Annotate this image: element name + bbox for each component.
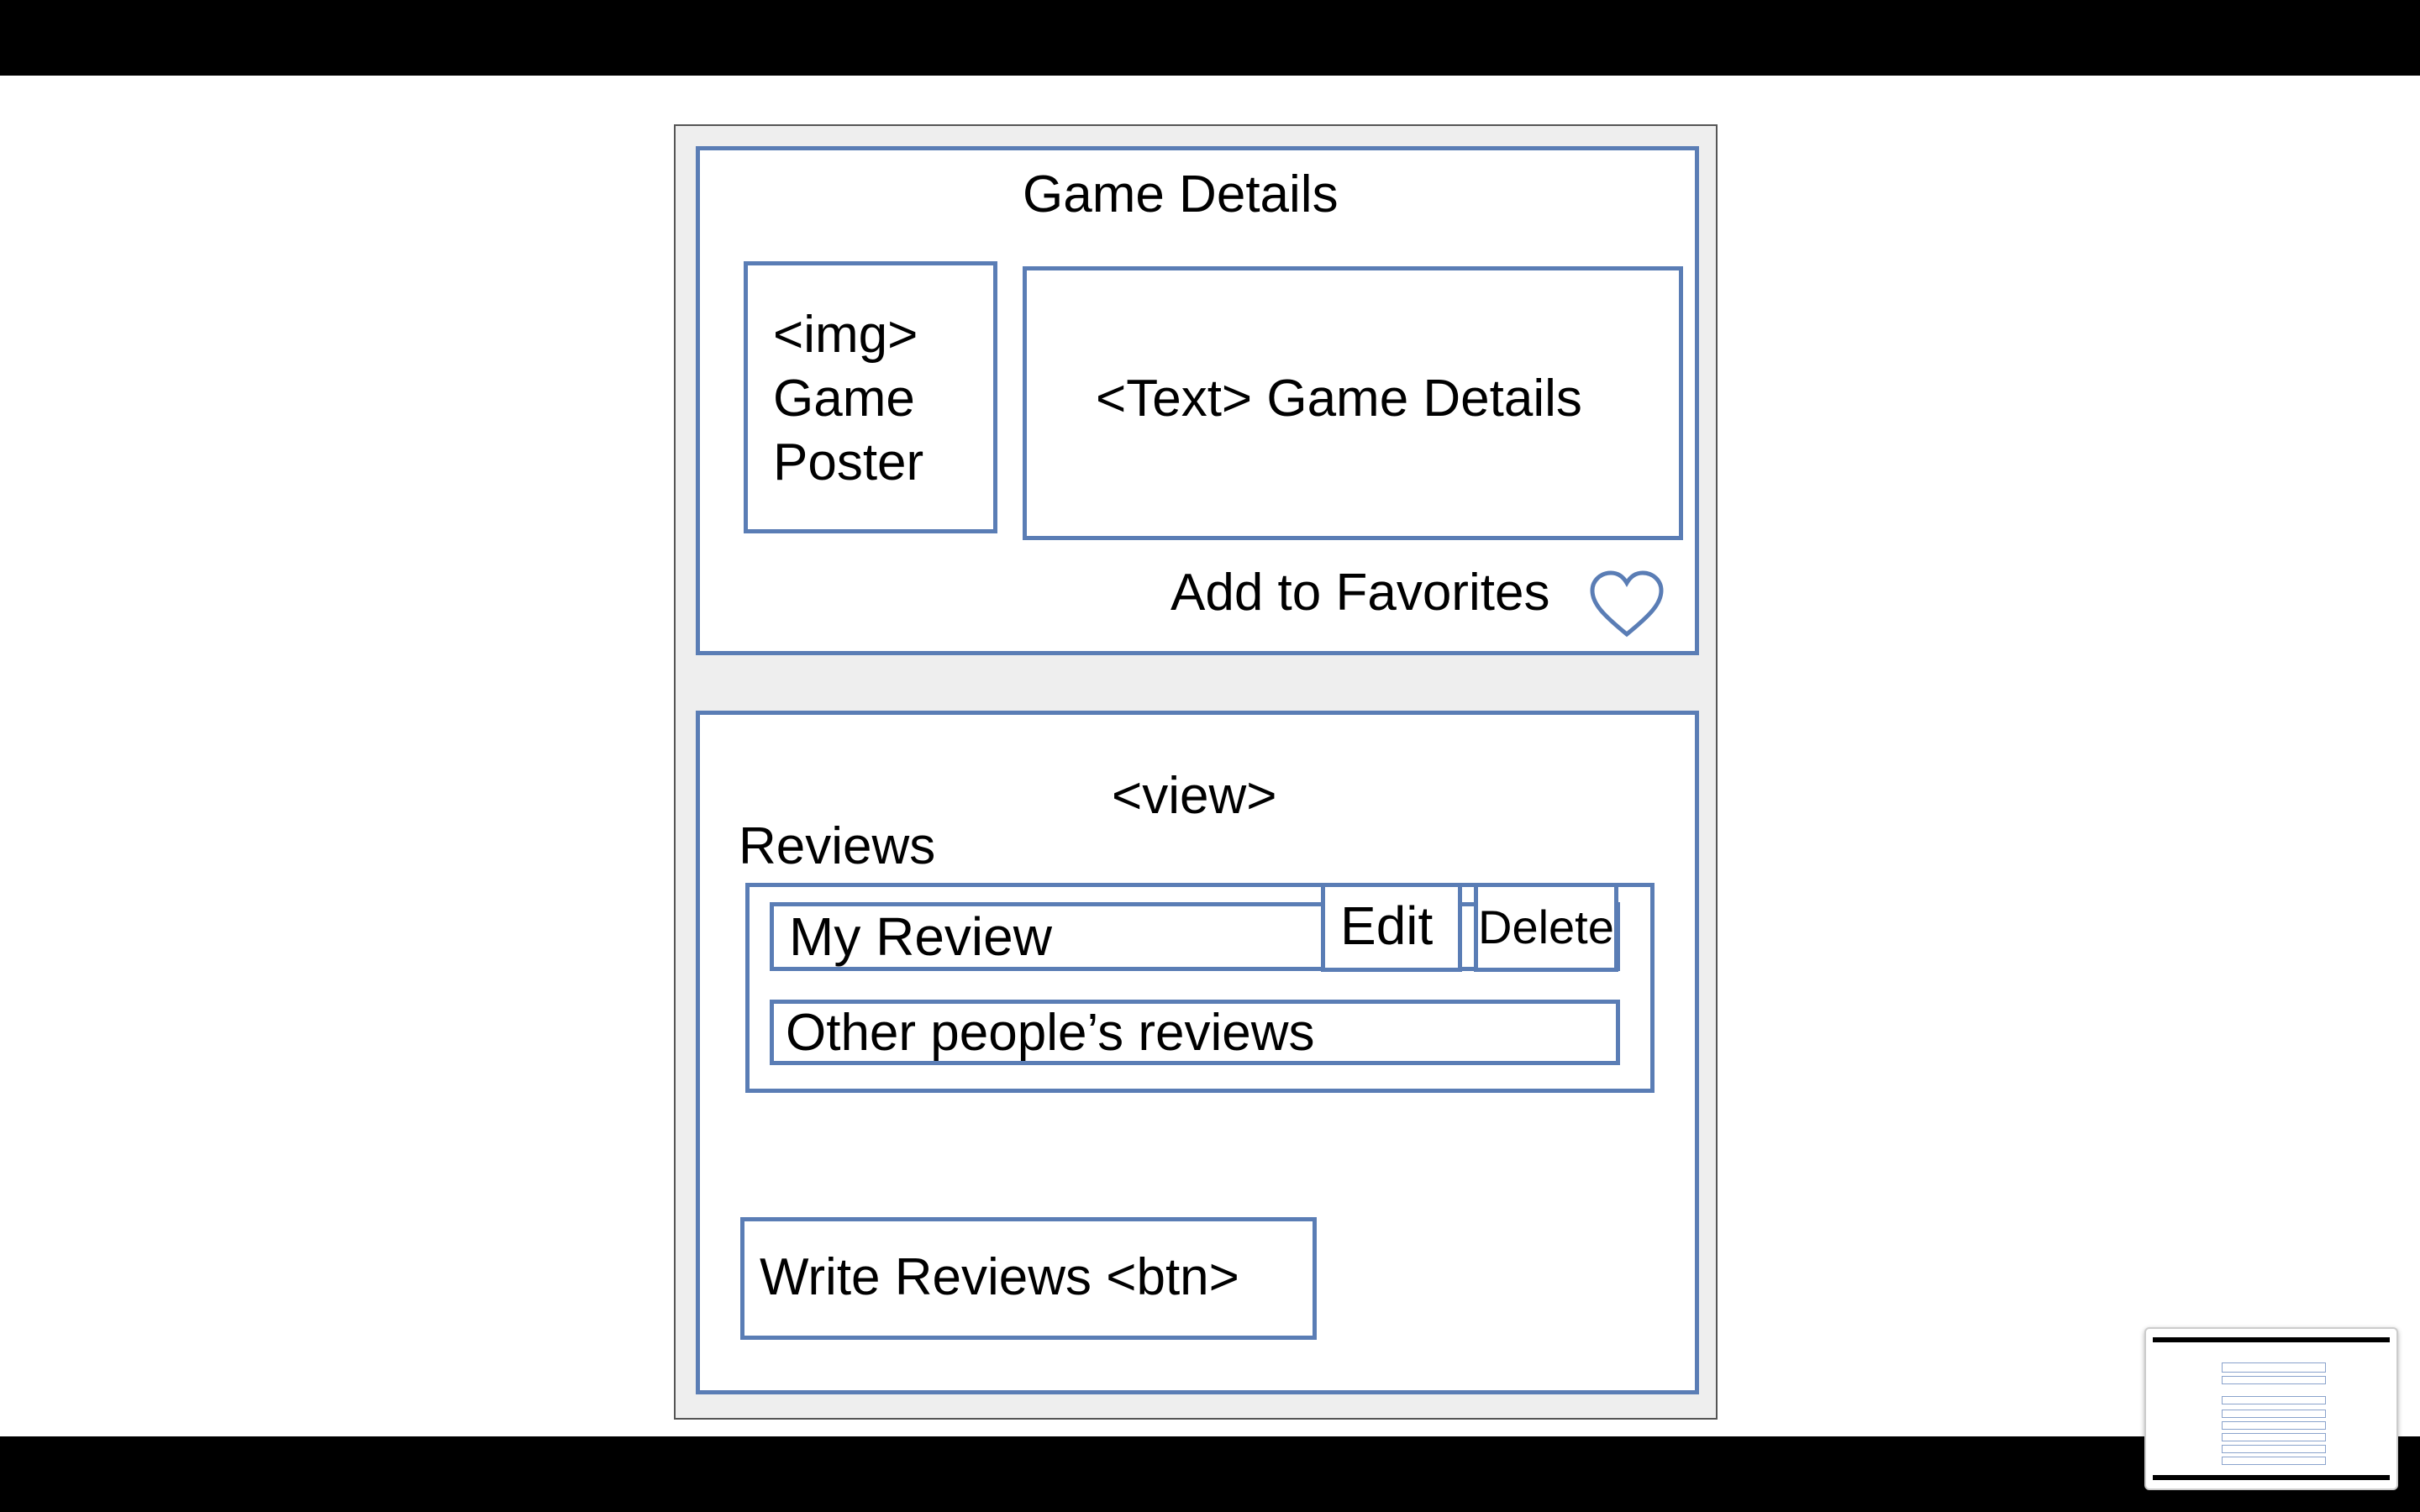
thumb-line <box>2222 1410 2326 1418</box>
reviews-title: Reviews <box>739 817 936 875</box>
other-reviews-label: Other people’s reviews <box>786 1004 1315 1062</box>
view-label: <view> <box>1112 767 1277 825</box>
reviews-list: My Review Edit Delete Other people’s rev… <box>745 883 1655 1093</box>
thumb-line <box>2222 1445 2326 1453</box>
slide-thumbnail-content <box>2153 1337 2390 1480</box>
edit-button[interactable]: Edit <box>1321 883 1462 972</box>
game-details-text-label: <Text> Game Details <box>1096 370 1582 428</box>
edit-button-label: Edit <box>1340 895 1434 956</box>
thumb-line <box>2222 1421 2326 1430</box>
thumb-line <box>2222 1457 2326 1465</box>
thumb-line <box>2222 1376 2326 1384</box>
write-reviews-label: Write Reviews <btn> <box>760 1248 1239 1306</box>
thumb-line <box>2222 1362 2326 1373</box>
game-poster-image: <img> Game Poster <box>744 261 997 533</box>
reviews-view-panel: <view> Reviews My Review Edit Delete Oth… <box>696 711 1699 1394</box>
thumb-line <box>2222 1396 2326 1404</box>
slide-thumbnail[interactable] <box>2144 1327 2398 1490</box>
add-to-favorites-label[interactable]: Add to Favorites <box>1171 564 1550 622</box>
letterbox-bottom <box>0 1436 2420 1512</box>
wireframe-canvas: Game Details <img> Game Poster <Text> Ga… <box>674 124 1718 1420</box>
letterbox-top <box>0 0 2420 76</box>
heart-outline-icon[interactable] <box>1587 569 1666 639</box>
game-details-text: <Text> Game Details <box>1023 266 1683 540</box>
other-reviews-row[interactable]: Other people’s reviews <box>770 1000 1620 1065</box>
page-title: Game Details <box>1023 165 1339 223</box>
my-review-label: My Review <box>789 906 1052 967</box>
thumb-line <box>2222 1433 2326 1441</box>
poster-line-1: <img> <box>773 306 918 364</box>
write-reviews-button[interactable]: Write Reviews <btn> <box>740 1217 1317 1340</box>
delete-button-label: Delete <box>1478 900 1614 953</box>
game-details-panel: Game Details <img> Game Poster <Text> Ga… <box>696 146 1699 655</box>
poster-line-3: Poster <box>773 433 924 491</box>
poster-line-2: Game <box>773 370 915 428</box>
delete-button[interactable]: Delete <box>1474 883 1618 972</box>
